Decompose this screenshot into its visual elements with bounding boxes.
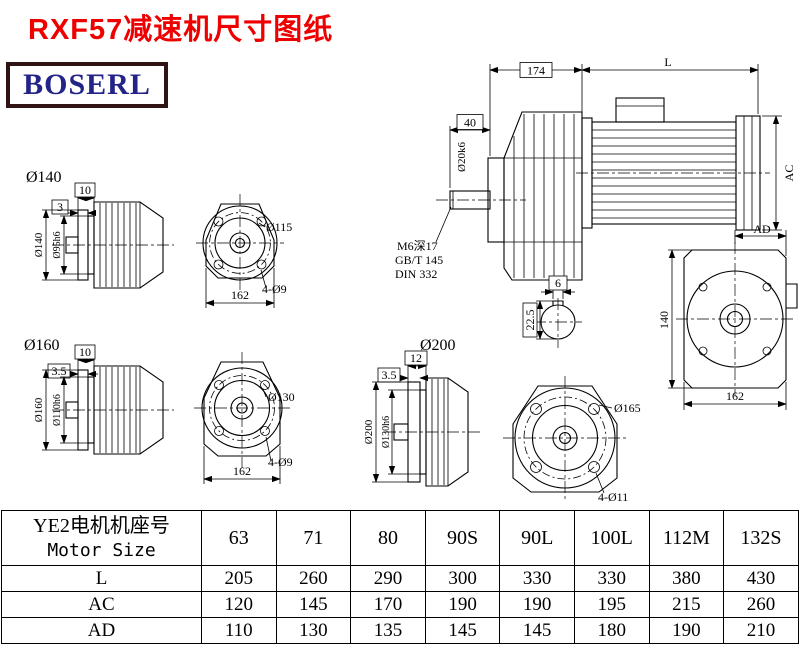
table-row-L: L 205 260 290 300 330 330 380 430: [1, 565, 799, 592]
standard-gbt-label: GB/T 145: [395, 253, 443, 267]
logo-text: BOSERL: [23, 68, 151, 101]
flange200-holes-label: 4-Ø11: [598, 490, 628, 504]
flange200-dim-a-label: 12: [410, 351, 422, 365]
flange160-title: Ø160: [24, 337, 60, 354]
row-label-L: L: [1, 565, 202, 592]
flange140-bolt-circle-label: Ø115: [266, 220, 292, 234]
page-title: RXF57减速机尺寸图纸: [28, 14, 334, 46]
header-motor-size-en: Motor Size: [47, 540, 156, 561]
value-cell: 120: [201, 591, 277, 618]
value-cell: 145: [499, 617, 575, 644]
value-cell: 110: [201, 617, 277, 644]
standard-din-label: DIN 332: [395, 267, 437, 281]
rear-ad-label: AD: [753, 222, 771, 236]
rear-width-label: 162: [726, 389, 744, 403]
flange200-title: Ø200: [420, 337, 456, 354]
value-cell: 330: [499, 565, 575, 592]
value-cell: 215: [648, 591, 725, 618]
shaft-keyway-section: 6 22.5: [522, 275, 582, 348]
table-row-AC: AC 120 145 170 190 190 195 215 260: [1, 591, 799, 618]
gear-housing: [503, 111, 583, 281]
dim-174-label: 174: [527, 64, 545, 78]
col-header-63: 63: [201, 510, 277, 566]
flange160-bolt-circle-label: Ø130: [268, 390, 295, 404]
value-cell: 260: [723, 591, 799, 618]
dim-L-label: L: [664, 55, 671, 69]
col-header-71: 71: [275, 510, 352, 566]
rear-height-label: 140: [657, 311, 671, 329]
rear-outline: [683, 249, 787, 389]
flange160-side-view: Ø160 10 3.5 Ø160 Ø110h6: [24, 337, 174, 455]
col-header-80: 80: [350, 510, 426, 566]
rear-view: AD 140 162: [657, 222, 798, 410]
key-width-label: 6: [555, 276, 561, 290]
value-cell: 330: [573, 565, 650, 592]
value-cell: 195: [573, 591, 650, 618]
flange140-dim-a-label: 10: [79, 183, 91, 197]
table-header-row: YE2电机机座号 Motor Size 63 71 80 90S 90L 100…: [1, 510, 799, 566]
motor-height-label: AC: [782, 165, 796, 182]
value-cell: 135: [350, 617, 426, 644]
header-motor-size-cn: YE2电机机座号: [33, 515, 170, 537]
value-cell: 145: [424, 617, 501, 644]
flange160-dim-a-label: 10: [79, 345, 91, 359]
value-cell: 430: [723, 565, 799, 592]
value-cell: 260: [275, 565, 352, 592]
shaft-dia-label: Ø20k6: [456, 142, 468, 172]
col-header-100l: 100L: [573, 510, 650, 566]
technical-drawing: 174 L 40 Ø20k6 M6深17 GB/T 145 DIN 332: [24, 55, 798, 504]
flange200-spigot-label: Ø130h6: [381, 416, 392, 448]
table-row-AD: AD 110 130 135 145 145 180 190 210: [1, 617, 799, 644]
flange140-dim-b-label: 3: [57, 200, 63, 214]
value-cell: 290: [350, 565, 426, 592]
flange200-bolt-circle-label: Ø165: [614, 401, 641, 415]
flange160-spigot-label: Ø110h6: [52, 394, 63, 426]
flange160-dim-b-label: 3.5: [52, 364, 67, 378]
boserl-logo: BOSERL: [6, 62, 168, 108]
flange140-spigot-label: Ø95h6: [52, 231, 63, 258]
value-cell: 130: [275, 617, 352, 644]
flange200-side-view: Ø200 12 3.5 Ø200 Ø130h6: [363, 337, 482, 487]
value-cell: 145: [275, 591, 352, 618]
terminal-box: [615, 97, 665, 123]
value-cell: 190: [648, 617, 725, 644]
value-cell: 180: [573, 617, 650, 644]
flange200-od-label: Ø200: [363, 419, 375, 444]
row-label-AD: AD: [1, 617, 202, 644]
flange160-width-label: 162: [233, 464, 251, 478]
row-label-AC: AC: [1, 591, 202, 618]
flange160-front-view: Ø130 4-Ø9 162: [194, 352, 295, 484]
header-motor-size: YE2电机机座号 Motor Size: [1, 510, 202, 566]
value-cell: 210: [723, 617, 799, 644]
value-cell: 300: [424, 565, 501, 592]
col-header-112m: 112M: [648, 510, 725, 566]
flange140-od-label: Ø140: [33, 232, 45, 257]
flange160-od-label: Ø160: [33, 397, 45, 422]
flange140-title: Ø140: [26, 169, 62, 186]
flange140-front-view: Ø115 4-Ø9 162: [196, 194, 292, 308]
value-cell: 190: [499, 591, 575, 618]
flange200-front-view: Ø165 4-Ø11: [503, 376, 641, 504]
fan-cowl: [735, 115, 761, 231]
value-cell: 170: [350, 591, 426, 618]
value-cell: 380: [648, 565, 725, 592]
motor-size-table: YE2电机机座号 Motor Size 63 71 80 90S 90L 100…: [1, 510, 799, 644]
value-cell: 190: [424, 591, 501, 618]
flange200-dim-b-label: 3.5: [382, 368, 397, 382]
key-height-label: 22.5: [523, 310, 537, 331]
col-header-132s: 132S: [723, 510, 799, 566]
main-assembly-view: 174 L 40 Ø20k6 M6深17 GB/T 145 DIN 332: [395, 55, 796, 281]
col-header-90s: 90S: [424, 510, 501, 566]
value-cell: 205: [201, 565, 277, 592]
col-header-90l: 90L: [499, 510, 575, 566]
flange140-width-label: 162: [231, 288, 249, 302]
tapped-hole-label: M6深17: [397, 239, 438, 253]
flange140-side-view: Ø140 10 3 Ø140 Ø95h6: [26, 169, 174, 289]
dim-40-label: 40: [464, 116, 476, 130]
